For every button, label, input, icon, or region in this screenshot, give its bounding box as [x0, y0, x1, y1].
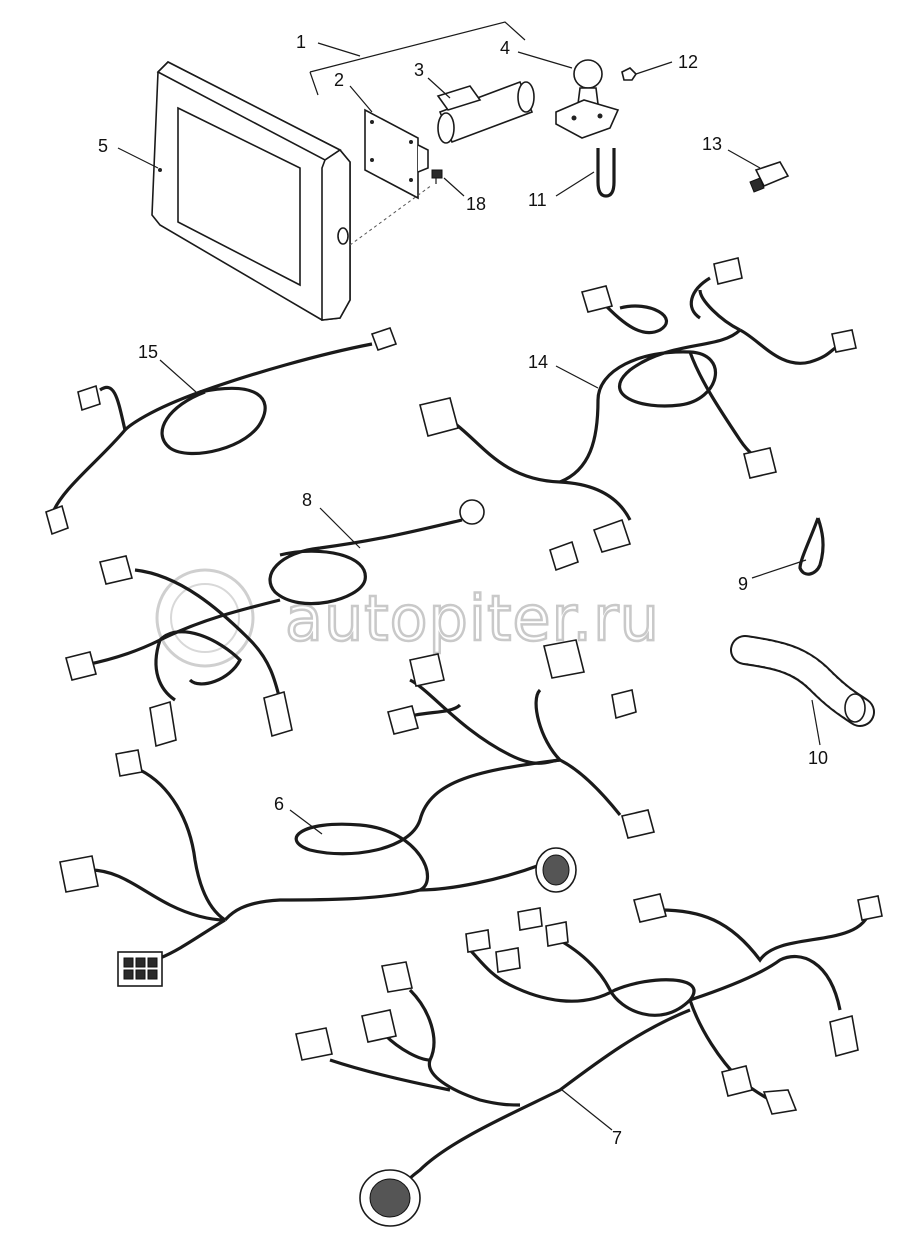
callout-15: 15	[138, 342, 158, 362]
callout-6: 6	[274, 794, 284, 814]
part-12-nut	[621, 67, 638, 81]
callout-labels: 1 2 3 4 5 6 7 8 9 10 11 12 13 14 15 18	[98, 32, 828, 1148]
part-3-tube-arm	[436, 80, 535, 144]
callout-2: 2	[334, 70, 344, 90]
watermark: autopiter.ru	[155, 568, 660, 668]
callout-4: 4	[500, 38, 510, 58]
harness-14	[419, 257, 857, 572]
harness-8	[65, 499, 485, 748]
callout-7: 7	[612, 1128, 622, 1148]
part-10-conduit	[730, 635, 875, 727]
callout-8: 8	[302, 490, 312, 510]
part-2-mount-plate	[349, 108, 433, 246]
part-4-ball-mount	[555, 59, 620, 139]
callout-9: 9	[738, 574, 748, 594]
harness-7	[295, 893, 883, 1227]
callout-13: 13	[702, 134, 722, 154]
part-11-u-bolt	[596, 148, 616, 198]
callout-12: 12	[678, 52, 698, 72]
callout-1: 1	[296, 32, 306, 52]
callout-5: 5	[98, 136, 108, 156]
callout-14: 14	[528, 352, 548, 372]
part-9-strap	[798, 517, 825, 576]
harness-15	[45, 326, 398, 536]
callout-18: 18	[466, 194, 486, 214]
callout-11: 11	[528, 190, 547, 210]
part-5-display	[151, 61, 351, 321]
callout-10: 10	[808, 748, 828, 768]
watermark-text: autopiter.ru	[285, 582, 660, 655]
part-13-connector	[749, 161, 790, 193]
part-18-screw	[431, 169, 443, 184]
harness-6	[59, 639, 655, 987]
callout-3: 3	[414, 60, 424, 80]
leader-lines	[117, 21, 821, 1131]
